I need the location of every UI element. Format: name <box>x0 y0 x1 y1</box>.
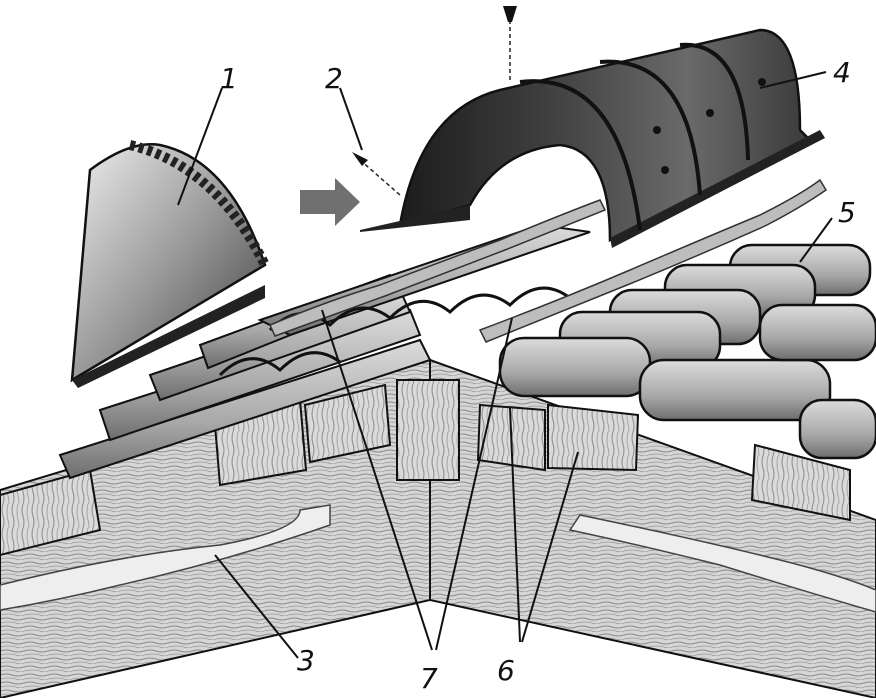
direction-arrow <box>300 178 360 226</box>
callout-4: 4 <box>833 56 851 89</box>
seal-strip-right <box>478 178 828 343</box>
callout-1: 1 <box>220 62 238 95</box>
ridge-cap <box>360 28 825 248</box>
callout-5: 5 <box>838 196 856 229</box>
counter-batten-right-3 <box>750 443 851 522</box>
ridge-seal-strips <box>268 178 828 343</box>
callout-7: 7 <box>420 662 438 695</box>
insulation-strip-left <box>0 504 331 611</box>
callout-6: 6 <box>497 654 515 687</box>
leader-lines <box>177 71 833 659</box>
seal-strip-left <box>268 199 607 337</box>
callout-2: 2 <box>325 62 343 95</box>
counter-batten-right-2 <box>547 403 640 472</box>
roof-structure <box>0 358 876 698</box>
end-cap <box>70 140 270 388</box>
ridge-beam <box>396 379 460 481</box>
screw <box>352 6 517 196</box>
callout-3: 3 <box>297 644 315 677</box>
insulation-strip-right <box>568 514 876 613</box>
counter-batten-left-1 <box>0 468 102 557</box>
counter-batten-left-3 <box>303 383 392 464</box>
right-tiles <box>498 243 876 460</box>
